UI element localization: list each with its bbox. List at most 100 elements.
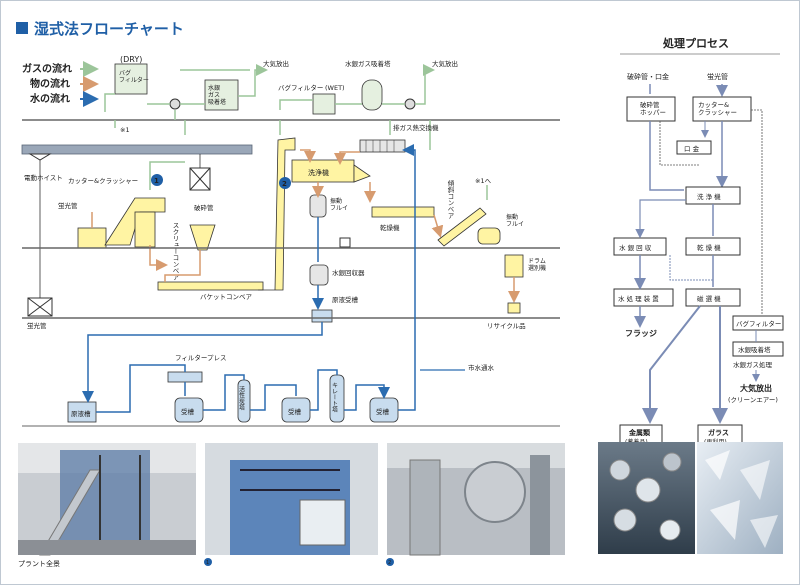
process-glass: ガラス — [708, 428, 729, 437]
receiving-tank-2-label: 受槽 — [288, 407, 302, 416]
photo-metal — [598, 442, 695, 554]
photo-glass — [697, 442, 783, 554]
bucket-conveyor-base — [157, 281, 264, 291]
mercury-gas-adsorber-label: 水銀ガス吸着塔 — [345, 59, 391, 68]
svg-text:2: 2 — [282, 180, 287, 188]
process-metal: 金属類 — [628, 428, 651, 437]
process-mercury-recovery-box: 水 銀 回 収 — [613, 237, 667, 256]
process-water-treatment-box: 水 処 理 装 置 — [613, 288, 674, 307]
inclined-conveyor-label: 傾斜コンベア — [446, 179, 454, 220]
process-exhaust: 大気放出 — [740, 383, 772, 393]
crushed-hopper — [189, 224, 216, 251]
process-washer-box: 洗 浄 機 — [685, 186, 741, 205]
title-square-icon — [16, 22, 28, 34]
raw-liquid-tank-label: 原液受槽 — [332, 295, 359, 304]
fan-2-icon — [404, 98, 416, 110]
drum-sorter-label: ドラム選別機 — [528, 258, 546, 272]
legend-gas-label: ガスの流れ — [22, 62, 72, 75]
photo-caption-3: 2 — [388, 560, 391, 566]
dryer — [371, 206, 435, 218]
process-cutter-crusher-box: カッター&クラッシャー — [692, 96, 752, 122]
inclined-conveyor — [437, 207, 487, 247]
legend-water-label: 水の流れ — [29, 92, 70, 105]
process-mercury-adsorption: 水銀吸着塔 — [738, 345, 771, 354]
process-input-crushed: 破砕管・口金 — [627, 72, 669, 81]
gas-line-5 — [335, 70, 432, 105]
process-mercury-gas-treatment: 水銀ガス処理 — [733, 360, 773, 369]
cutter-crusher-label: カッター&クラッシャー — [68, 176, 138, 185]
mercury-gas-adsorber — [361, 79, 383, 111]
crushed-tube-label: 破砕管 — [194, 203, 214, 212]
process-mercury-recovery: 水 銀 回 収 — [619, 243, 652, 252]
dryer-label: 乾燥機 — [380, 223, 400, 232]
process-bag-filter: バグフィルター — [736, 319, 781, 328]
process-mercury-adsorption-box: 水銀吸着塔 — [732, 341, 784, 357]
dry-label: (DRY) — [120, 55, 142, 64]
process-sorter-box: 磁 選 機 — [685, 288, 741, 307]
photo-washer — [387, 443, 565, 556]
water-line-return — [398, 144, 416, 411]
vibrating-sieve-2 — [477, 227, 501, 245]
sieve-bin — [339, 237, 351, 248]
process-sorter: 磁 選 機 — [697, 294, 721, 303]
bag-filter-wet — [312, 93, 336, 115]
legend-material-label: 物の流れ — [30, 77, 70, 90]
bag-filter-dry — [114, 63, 148, 95]
photo-marker-2-icon — [386, 558, 394, 566]
vibrating-sieve-label: 振動フルイ — [330, 197, 348, 212]
bucket-conveyor-label: バケットコンベア — [200, 293, 253, 301]
process-dryer-box: 乾 燥 機 — [685, 237, 741, 256]
exhaust-1-label: 大気放出 — [263, 59, 289, 68]
vibrating-sieve — [309, 194, 327, 218]
process-crushed-hopper: 破砕管ホッパー — [640, 100, 666, 116]
process-washer: 洗 浄 機 — [697, 192, 721, 201]
process-sludge: フラッジ — [625, 329, 657, 338]
washer-label: 洗浄機 — [308, 168, 329, 177]
photo-cutter-crusher — [205, 443, 378, 555]
raw-tank-box-label: 原液槽 — [71, 409, 91, 418]
mercury-adsorber-dry-label: 水銀ガス吸着塔 — [208, 84, 226, 106]
process-water-treatment: 水 処 理 装 置 — [618, 294, 659, 303]
process-cap-box: 口 金 — [676, 140, 712, 155]
process-bag-filter-box: バグフィルター — [732, 315, 784, 331]
screw-conveyor-label: スクリューコンベア — [171, 222, 179, 281]
process-input-tube: 蛍光管 — [707, 72, 728, 81]
bucket-conveyor — [258, 137, 296, 291]
mercury-recovery — [309, 264, 329, 286]
hoist-rail — [21, 144, 253, 155]
ref-to-1-label: ※1へ — [475, 177, 492, 185]
svg-text:1: 1 — [154, 177, 159, 185]
recycled-label: リサイクル品 — [487, 322, 526, 330]
wet-label: (WET) — [325, 84, 345, 92]
heat-exchanger-label: 排ガス熱交換機 — [393, 123, 439, 132]
city-water-label: 市水通水 — [468, 363, 495, 372]
chelate-tower-label: キレート塔 — [331, 382, 338, 413]
exhaust-2-label: 大気放出 — [432, 59, 458, 68]
gas-line-6 — [279, 99, 313, 110]
mercury-recovery-label: 水銀回収器 — [332, 268, 365, 277]
photo-marker-1-icon — [204, 558, 212, 566]
gas-line-1 — [104, 93, 115, 112]
water-line-3 — [96, 364, 186, 413]
bag-filter-dry-label: バグフィルター — [119, 69, 149, 84]
raw-liquid-tank — [311, 309, 333, 323]
water-line-2 — [82, 322, 323, 403]
gas-line-2 — [147, 70, 265, 105]
receiving-tank-1-label: 受槽 — [181, 407, 195, 416]
marker-2-icon — [279, 177, 291, 189]
photo-caption-1: プラント全景 — [18, 559, 60, 568]
drum-sorter — [504, 254, 524, 278]
activated-carbon-tower-label: 活性炭塔 — [238, 385, 245, 411]
mercury-adsorber-dry — [204, 79, 239, 111]
filter-press — [167, 371, 203, 383]
process-cap: 口 金 — [684, 144, 700, 153]
process-cutter-crusher: カッター&クラッシャー — [698, 100, 737, 116]
fan-1-icon — [169, 98, 181, 110]
photo-caption-2: 1 — [206, 560, 209, 566]
receiving-tank-3-label: 受槽 — [376, 407, 390, 416]
process-clean-air: (クリーンエアー) — [728, 396, 778, 404]
water-line-4 — [184, 369, 384, 411]
legend: ガスの流れ 物の流れ 水の流れ — [22, 61, 99, 107]
bag-filter-wet-label: バグフィルター — [278, 83, 323, 92]
